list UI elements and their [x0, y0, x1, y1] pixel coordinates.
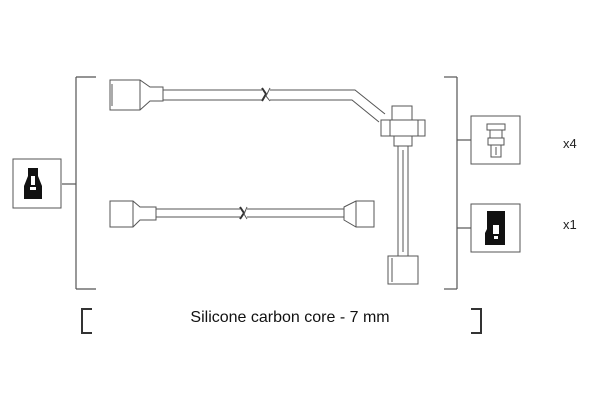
right-bracket — [444, 76, 471, 290]
spark-plug-boot-icon — [485, 211, 505, 245]
left-bracket — [62, 76, 96, 290]
left-icon-box — [12, 158, 62, 209]
quantity-label-top: x4 — [563, 136, 577, 151]
right-bottom-icon-box — [470, 203, 521, 253]
bottom-cable — [109, 200, 375, 228]
quantity-label-bottom: x1 — [563, 217, 577, 232]
caption: Silicone carbon core - 7 mm — [190, 309, 390, 326]
top-cable — [109, 79, 426, 285]
right-top-icon-box — [470, 115, 521, 165]
spark-plug-boot-icon — [24, 168, 42, 199]
coil-connector-icon — [486, 123, 506, 158]
caption-brackets — [81, 308, 482, 334]
